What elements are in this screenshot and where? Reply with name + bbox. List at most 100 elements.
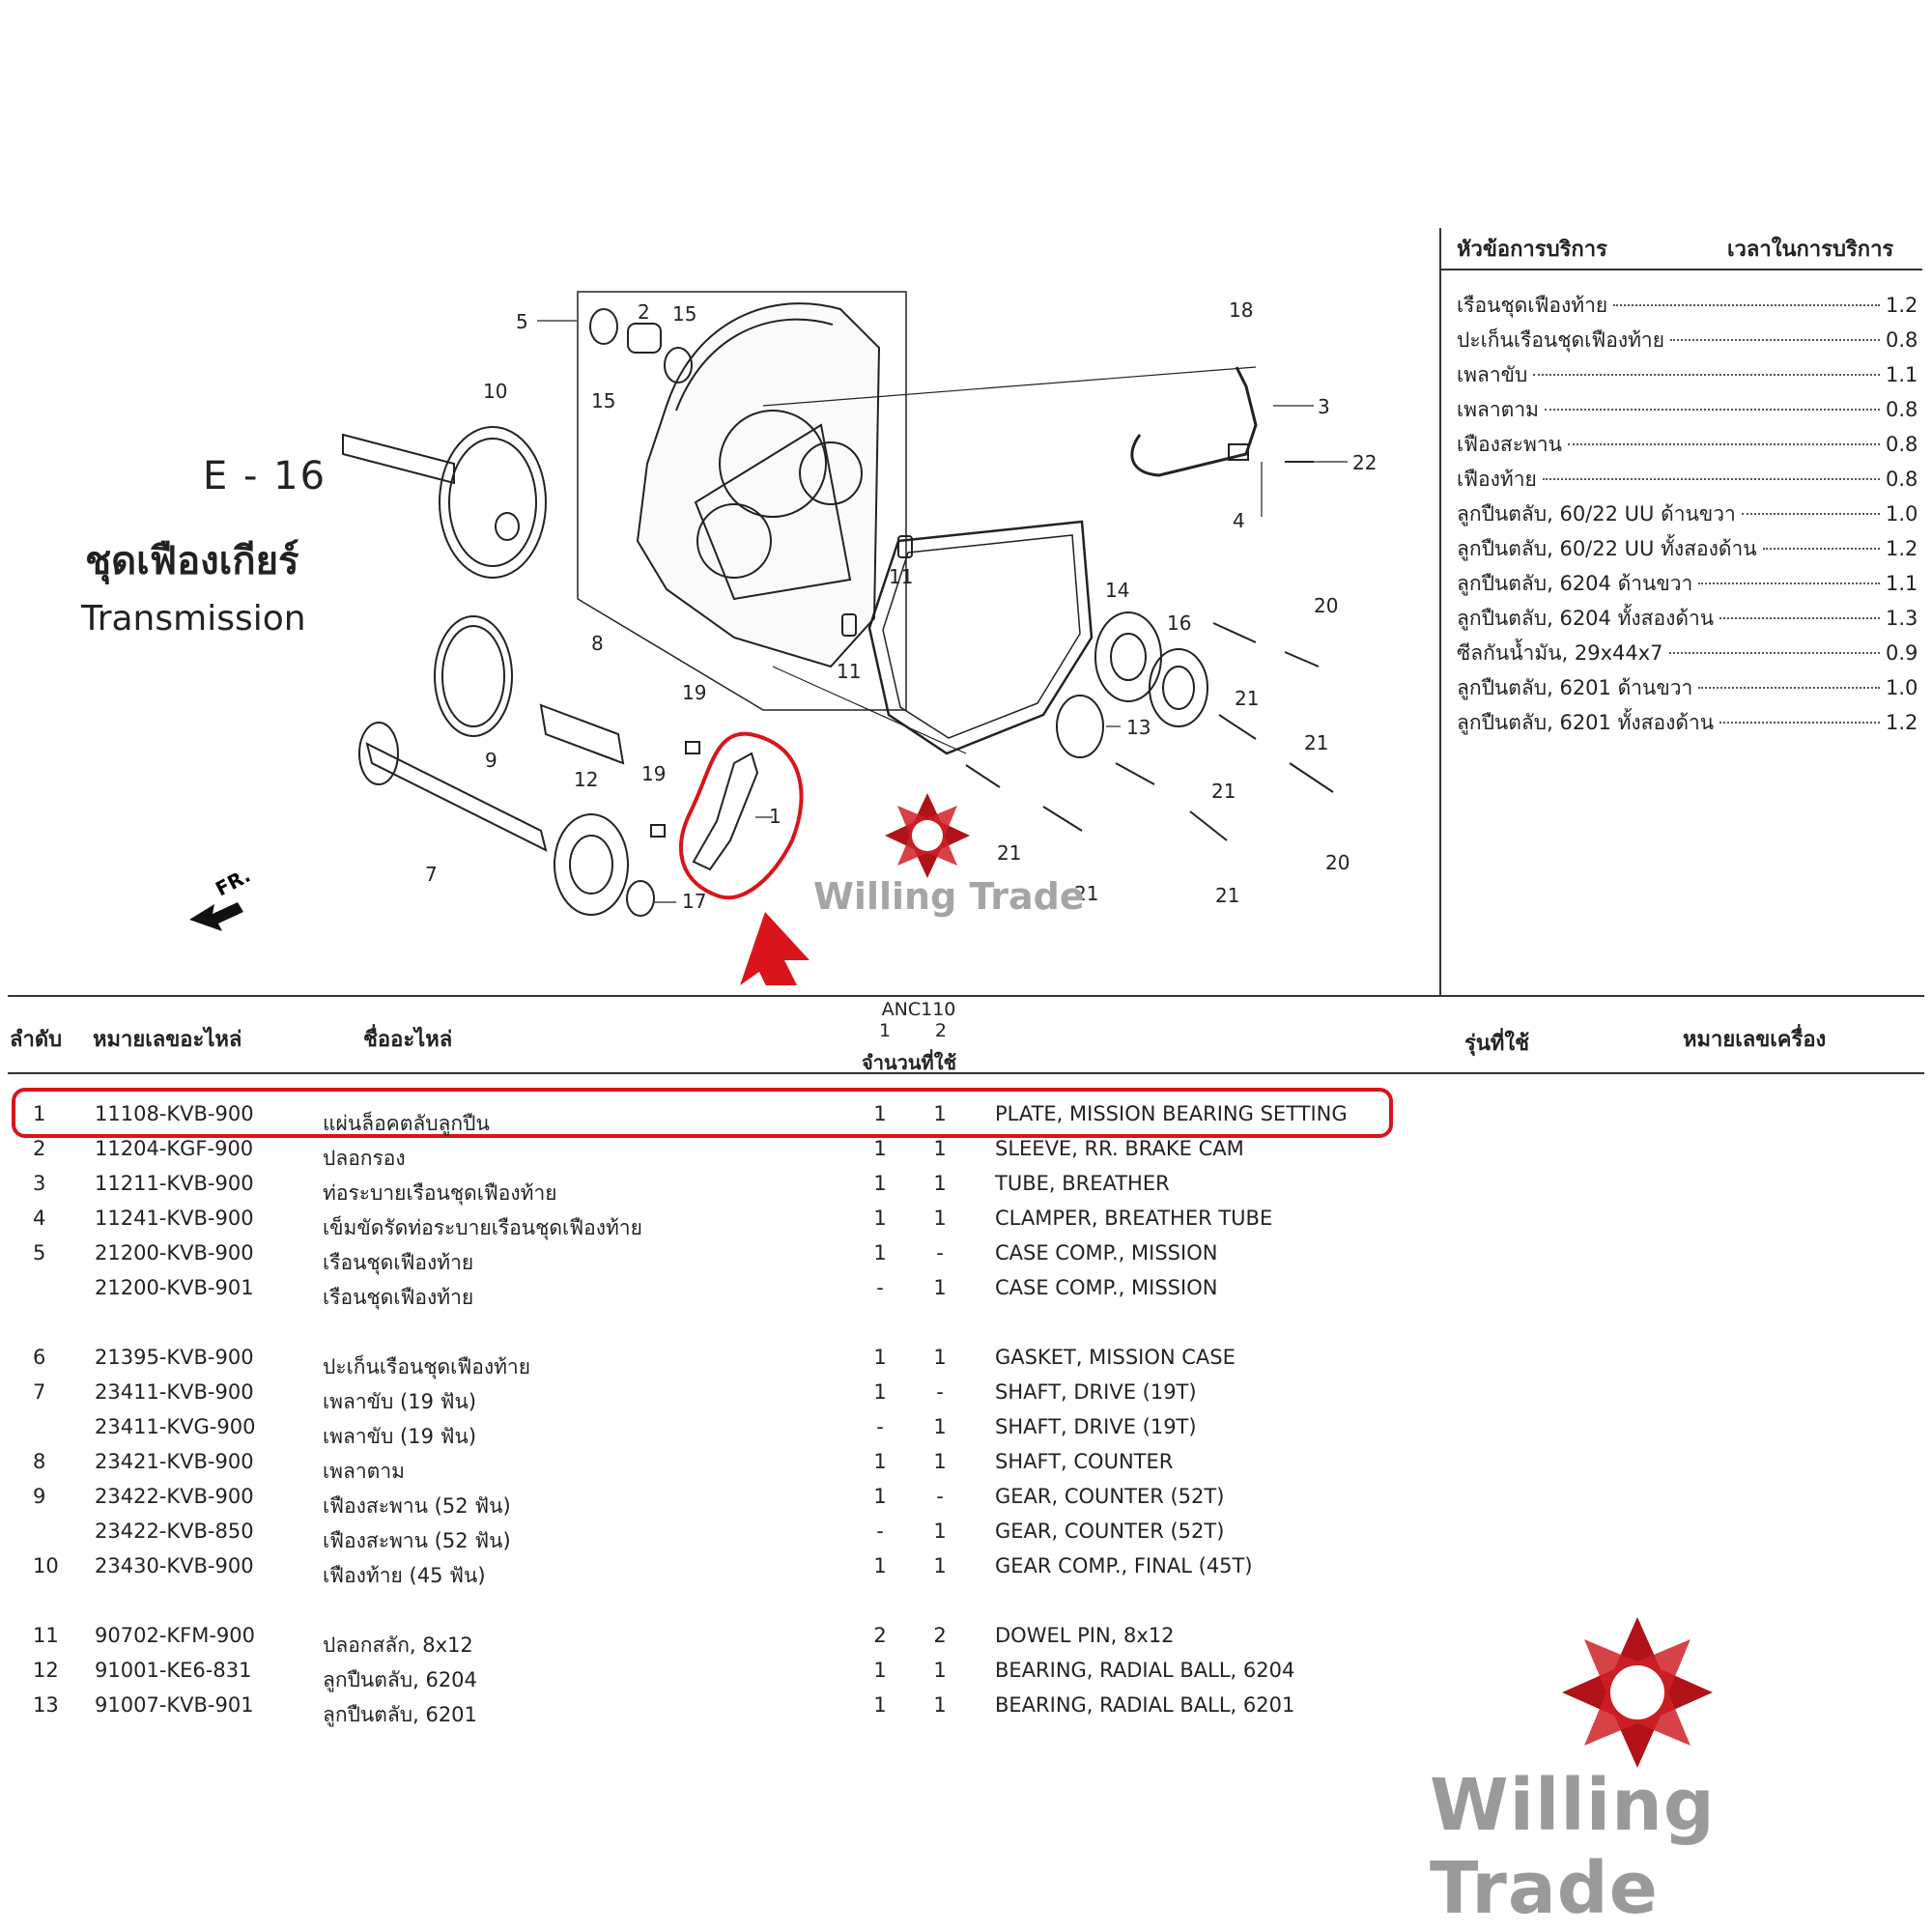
qty-variant-2: 1 bbox=[933, 1207, 947, 1230]
service-time: 1.1 bbox=[1886, 572, 1918, 595]
table-row: 8 23421-KVB-900 เพลาตาม 1 1 SHAFT, COUNT… bbox=[0, 1444, 1449, 1483]
part-number: 11241-KVB-900 bbox=[95, 1207, 254, 1230]
part-name-english: SHAFT, COUNTER bbox=[995, 1450, 1174, 1473]
col-header-no: ลำดับ bbox=[10, 1028, 63, 1052]
page-title-thai: ชุดเฟืองเกียร์ bbox=[85, 539, 299, 583]
qty-variant-1: 1 bbox=[873, 1450, 887, 1473]
part-name-thai: เฟืองสะพาน (52 ฟัน) bbox=[323, 1529, 511, 1552]
qty-variant-1: 1 bbox=[873, 1659, 887, 1682]
willing-trade-watermark-small: Willing Trade bbox=[813, 875, 1085, 918]
service-time: 1.2 bbox=[1886, 294, 1918, 317]
part-name-thai: ท่อระบายเรือนชุดเฟืองท้าย bbox=[323, 1181, 557, 1205]
red-pointer-arrow-icon bbox=[740, 912, 810, 985]
service-panel-header-rule bbox=[1439, 269, 1922, 270]
service-time: 1.3 bbox=[1886, 607, 1918, 630]
table-row: 5 21200-KVB-900 เรือนชุดเฟืองท้าย 1 - CA… bbox=[0, 1236, 1449, 1274]
table-row: 3 11211-KVB-900 ท่อระบายเรือนชุดเฟืองท้า… bbox=[0, 1166, 1449, 1205]
part-name-english: GEAR, COUNTER (52T) bbox=[995, 1520, 1225, 1543]
callout: 21 bbox=[1304, 731, 1328, 754]
table-row: 11 90702-KFM-900 ปลอกสลัก, 8x12 2 2 DOWE… bbox=[0, 1618, 1449, 1657]
callout: 20 bbox=[1325, 851, 1350, 874]
model-code: ANC110 bbox=[881, 999, 956, 1020]
part-name-english: TUBE, BREATHER bbox=[995, 1172, 1170, 1195]
service-time: 0.9 bbox=[1886, 641, 1918, 665]
service-name: ลูกปืนตลับ, 6201 ทั้งสองด้าน bbox=[1457, 711, 1715, 734]
service-item-header: หัวข้อการบริการ bbox=[1457, 238, 1607, 262]
callout: 20 bbox=[1314, 594, 1338, 617]
col-header-applicable-model: รุ่นที่ใช้ bbox=[1464, 1032, 1530, 1056]
qty-variant-1: 1 bbox=[873, 1554, 887, 1577]
callout: 17 bbox=[682, 890, 706, 913]
part-number: 23411-KVB-900 bbox=[95, 1380, 254, 1404]
part-number: 21200-KVB-900 bbox=[95, 1241, 254, 1264]
part-number: 90702-KFM-900 bbox=[95, 1624, 256, 1647]
service-name: เพลาตาม bbox=[1457, 398, 1539, 421]
part-name-thai: เข็มขัดรัดท่อระบายเรือนชุดเฟืองท้าย bbox=[323, 1216, 642, 1239]
table-spacer-row bbox=[0, 1583, 1449, 1618]
part-number: 23430-KVB-900 bbox=[95, 1554, 254, 1577]
table-row: 4 11241-KVB-900 เข็มขัดรัดท่อระบายเรือนช… bbox=[0, 1201, 1449, 1239]
callout: 10 bbox=[483, 380, 507, 403]
part-number: 21200-KVB-901 bbox=[95, 1276, 254, 1299]
qty-variant-1: 1 bbox=[873, 1207, 887, 1230]
ref-no: 6 bbox=[33, 1346, 46, 1369]
ref-no: 5 bbox=[33, 1241, 46, 1264]
ref-no: 8 bbox=[33, 1450, 46, 1473]
callout: 11 bbox=[837, 660, 861, 683]
ref-no: 9 bbox=[33, 1485, 46, 1508]
service-time: 1.0 bbox=[1886, 502, 1918, 526]
qty-variant-2: 1 bbox=[933, 1554, 947, 1577]
table-row: 23411-KVG-900 เพลาขับ (19 ฟัน) - 1 SHAFT… bbox=[0, 1409, 1449, 1448]
callout: 8 bbox=[591, 632, 604, 655]
callout: 9 bbox=[485, 749, 497, 772]
callout: 15 bbox=[672, 302, 696, 326]
part-number: 11108-KVB-900 bbox=[95, 1102, 254, 1125]
exploded-parts-diagram: FR. 1 2 3 4 5 7 8 9 10 11 11 12 13 14 15… bbox=[189, 291, 1377, 985]
qty-variant-1: 1 bbox=[873, 1241, 887, 1264]
section-code: E - 16 bbox=[203, 454, 327, 498]
part-name-thai: เพลาขับ (19 ฟัน) bbox=[323, 1390, 477, 1413]
row-1-highlight-box bbox=[12, 1088, 1393, 1138]
part-name-english: CASE COMP., MISSION bbox=[995, 1241, 1218, 1264]
callout: 5 bbox=[516, 310, 528, 333]
callout: 15 bbox=[591, 389, 615, 412]
part-name-thai: เรือนชุดเฟืองท้าย bbox=[323, 1251, 474, 1274]
table-header-rule bbox=[8, 1072, 1924, 1074]
col-header-part-name: ชื่ออะไหล่ bbox=[363, 1028, 453, 1052]
part-number: 23422-KVB-850 bbox=[95, 1520, 254, 1543]
qty-variant-1: 1 bbox=[873, 1693, 887, 1717]
table-row: 1 11108-KVB-900 แผ่นล็อคตลับลูกปืน 1 1 P… bbox=[0, 1096, 1449, 1135]
callout: 14 bbox=[1105, 579, 1129, 602]
service-name: ซีลกันน้ำมัน, 29x44x7 bbox=[1457, 641, 1663, 665]
part-number: 11204-KGF-900 bbox=[95, 1137, 254, 1160]
part-name-thai: เฟืองสะพาน (52 ฟัน) bbox=[323, 1494, 511, 1518]
ref-no: 11 bbox=[33, 1624, 59, 1647]
callout: 4 bbox=[1233, 509, 1245, 532]
table-top-rule bbox=[8, 995, 1924, 997]
fr-label: FR. bbox=[212, 864, 254, 901]
qty-variant-2: 1 bbox=[933, 1346, 947, 1369]
callout: 19 bbox=[641, 762, 666, 785]
part-name-english: GEAR COMP., FINAL (45T) bbox=[995, 1554, 1253, 1577]
qty-variant-2: 1 bbox=[933, 1102, 947, 1125]
qty-variant-1: - bbox=[876, 1520, 884, 1543]
part-number: 11211-KVB-900 bbox=[95, 1172, 254, 1195]
part-name-english: GASKET, MISSION CASE bbox=[995, 1346, 1236, 1369]
qty-variant-2: - bbox=[936, 1380, 944, 1404]
qty-variant-2: 1 bbox=[933, 1415, 947, 1438]
callout: 7 bbox=[425, 863, 438, 886]
service-time: 1.1 bbox=[1886, 363, 1918, 386]
part-name-thai: เพลาตาม bbox=[323, 1460, 405, 1483]
service-name: ลูกปืนตลับ, 60/22 UU ทั้งสองด้าน bbox=[1457, 537, 1757, 560]
callout: 19 bbox=[682, 681, 706, 704]
part-number: 21395-KVB-900 bbox=[95, 1346, 254, 1369]
service-time-header: เวลาในการบริการ bbox=[1727, 238, 1894, 262]
table-row: 6 21395-KVB-900 ปะเก็นเรือนชุดเฟืองท้าย … bbox=[0, 1340, 1449, 1378]
qty-variant-1: 1 bbox=[873, 1485, 887, 1508]
service-time: 1.2 bbox=[1886, 537, 1918, 560]
